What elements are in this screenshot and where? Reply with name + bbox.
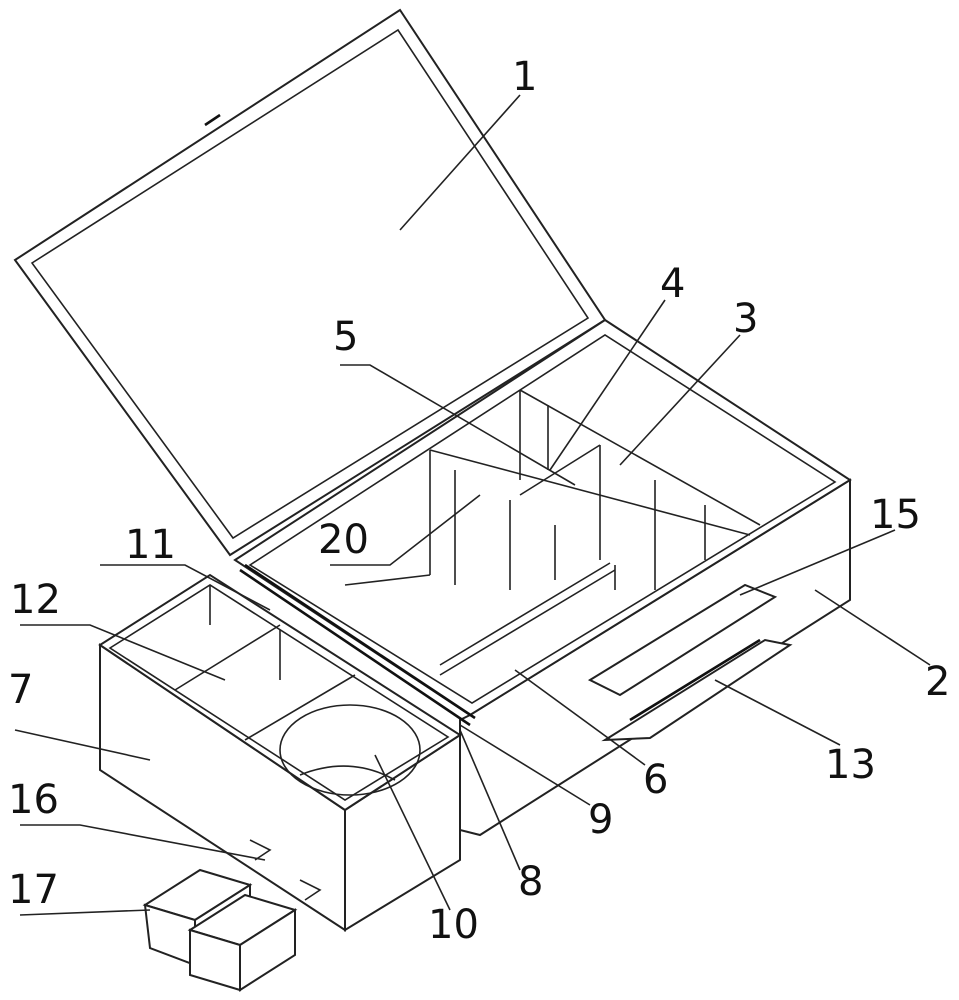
label-4: 4 bbox=[660, 261, 685, 307]
label-5: 5 bbox=[333, 314, 358, 360]
drawers bbox=[142, 839, 322, 992]
handle bbox=[587, 583, 793, 742]
small-box bbox=[98, 573, 462, 932]
label-2: 2 bbox=[925, 659, 950, 705]
label-15: 15 bbox=[870, 492, 921, 538]
label-9: 9 bbox=[588, 797, 613, 843]
label-17: 17 bbox=[8, 867, 59, 913]
label-10: 10 bbox=[428, 902, 479, 948]
leader-lines bbox=[14, 94, 931, 916]
label-12: 12 bbox=[10, 577, 61, 623]
label-8: 8 bbox=[518, 859, 543, 905]
label-16: 16 bbox=[8, 777, 59, 823]
label-20: 20 bbox=[318, 517, 369, 563]
label-3: 3 bbox=[733, 296, 758, 342]
label-11: 11 bbox=[125, 522, 176, 568]
label-13: 13 bbox=[825, 742, 876, 788]
label-6: 6 bbox=[643, 757, 668, 803]
label-1: 1 bbox=[512, 54, 537, 100]
label-7: 7 bbox=[8, 667, 33, 713]
